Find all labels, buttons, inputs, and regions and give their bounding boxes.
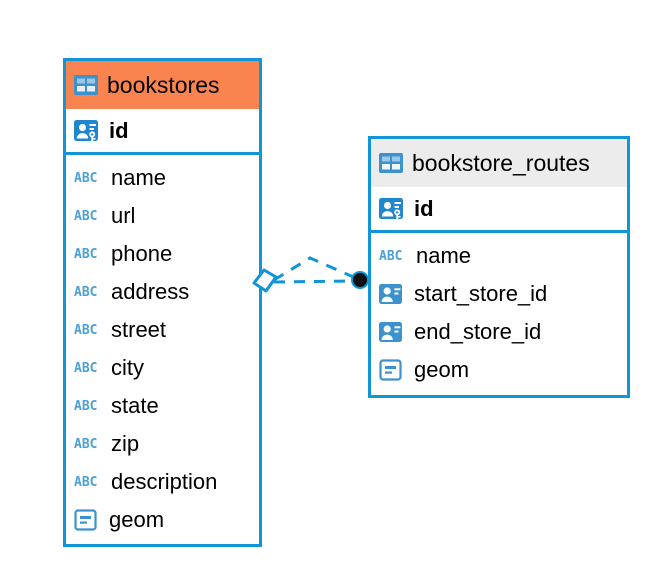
field-label-geom: geom	[109, 507, 165, 532]
abc-text-icon: ABC	[74, 246, 98, 262]
field-row-id[interactable]: id	[66, 109, 259, 155]
relationship-line-lower	[273, 279, 359, 284]
field-label-id: id	[109, 117, 129, 143]
field-row-zip[interactable]: ABC zip	[66, 425, 259, 463]
field-label-url: url	[111, 203, 136, 228]
abc-text-icon: ABC	[74, 398, 98, 414]
entity-bookstore-routes-header[interactable]: bookstore_routes	[371, 139, 627, 187]
field-label-name: name	[416, 243, 472, 268]
field-row-id[interactable]: id	[371, 187, 627, 233]
geometry-icon	[379, 358, 405, 382]
relationship-line-upper	[273, 256, 359, 282]
field-row-geom[interactable]: geom	[66, 501, 259, 539]
primary-key-icon	[379, 197, 405, 221]
primary-key-icon	[74, 119, 100, 143]
dot-marker-ring-icon	[351, 271, 369, 289]
abc-text-icon: ABC	[379, 248, 403, 264]
geometry-icon	[74, 508, 100, 532]
field-label-street: street	[111, 317, 167, 342]
abc-text-icon: ABC	[74, 208, 98, 224]
foreign-key-icon	[379, 282, 405, 306]
foreign-key-icon	[379, 320, 405, 344]
field-row-street[interactable]: ABC street	[66, 311, 259, 349]
field-label-description: description	[111, 469, 218, 494]
entity-bookstores[interactable]: bookstores id ABC	[63, 58, 262, 547]
abc-text-icon: ABC	[74, 360, 98, 376]
field-row-name[interactable]: ABC name	[66, 159, 259, 197]
field-row-state[interactable]: ABC state	[66, 387, 259, 425]
field-row-url[interactable]: ABC url	[66, 197, 259, 235]
field-label-id: id	[414, 195, 434, 221]
field-row-name[interactable]: ABC name	[371, 237, 627, 275]
field-label-zip: zip	[111, 431, 140, 456]
field-row-start-store-id[interactable]: start_store_id	[371, 275, 627, 313]
entity-bookstore-routes-title: bookstore_routes	[412, 149, 590, 176]
abc-text-icon: ABC	[74, 436, 98, 452]
table-icon	[74, 75, 98, 95]
abc-text-icon: ABC	[74, 474, 98, 490]
field-label-start-store-id: start_store_id	[414, 281, 548, 306]
field-row-geom[interactable]: geom	[371, 351, 627, 389]
field-row-city[interactable]: ABC city	[66, 349, 259, 387]
entity-bookstore-routes[interactable]: bookstore_routes id ABC	[368, 136, 630, 398]
field-row-phone[interactable]: ABC phone	[66, 235, 259, 273]
field-label-state: state	[111, 393, 159, 418]
field-label-phone: phone	[111, 241, 173, 266]
entity-bookstore-routes-field-list: ABC name start_store_id	[371, 233, 627, 393]
abc-text-icon: ABC	[74, 322, 98, 338]
field-row-description[interactable]: ABC description	[66, 463, 259, 501]
abc-text-icon: ABC	[74, 284, 98, 300]
field-label-address: address	[111, 279, 190, 304]
field-label-name: name	[111, 165, 167, 190]
relationship-connector[interactable]	[250, 246, 380, 316]
filled-dot-marker-icon	[353, 273, 367, 287]
entity-bookstores-header[interactable]: bookstores	[66, 61, 259, 109]
field-row-address[interactable]: ABC address	[66, 273, 259, 311]
field-label-geom: geom	[414, 357, 470, 382]
field-label-city: city	[111, 355, 144, 380]
field-row-end-store-id[interactable]: end_store_id	[371, 313, 627, 351]
field-label-end-store-id: end_store_id	[414, 319, 542, 344]
entity-bookstores-title: bookstores	[107, 71, 220, 98]
table-icon	[379, 153, 403, 173]
entity-bookstores-field-list: ABC name ABC url ABC phone ABC address A…	[66, 155, 259, 543]
abc-text-icon: ABC	[74, 170, 98, 186]
